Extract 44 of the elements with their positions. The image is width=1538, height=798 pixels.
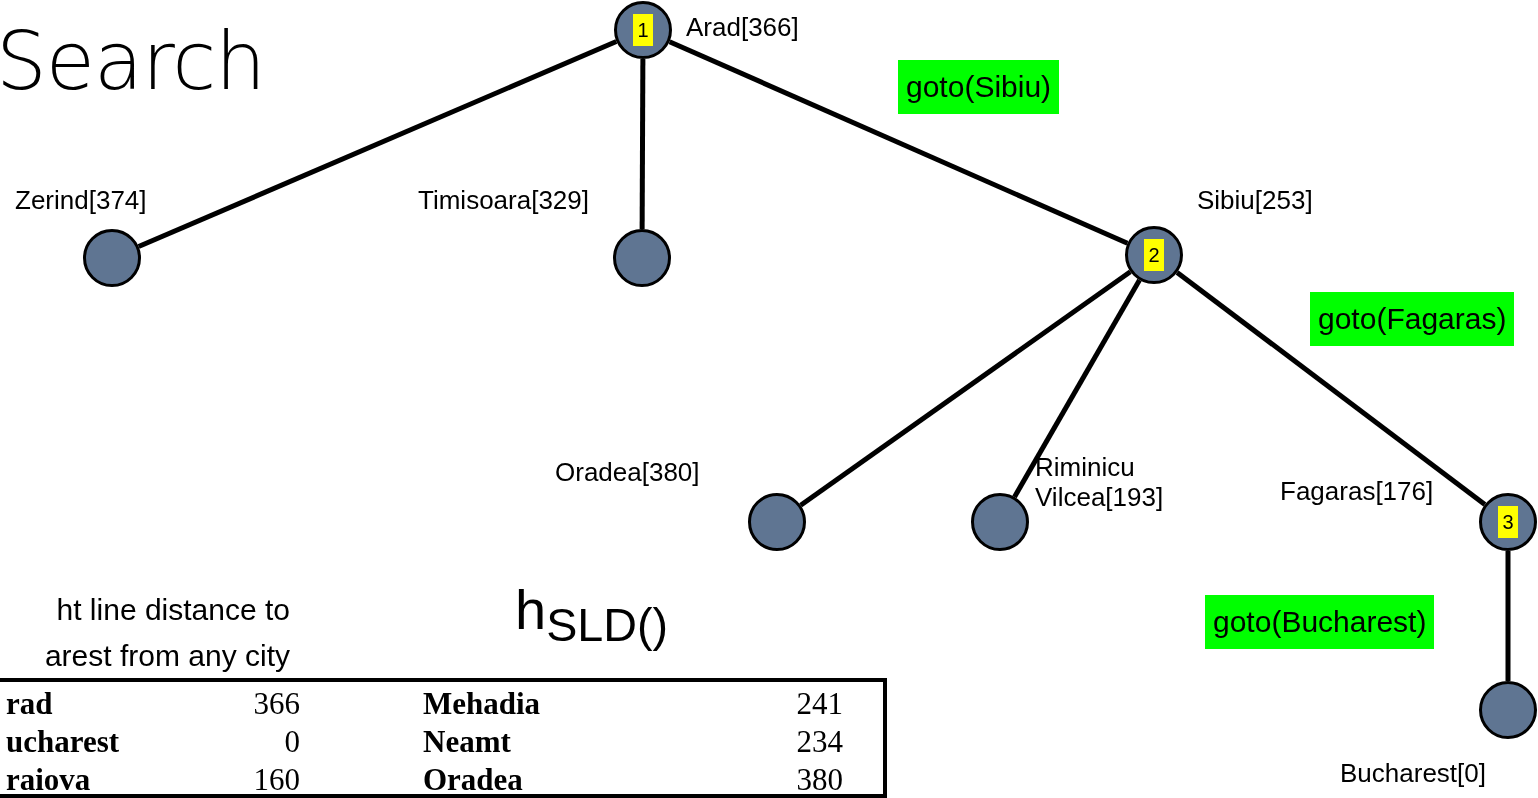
tree-edge [668, 39, 1129, 246]
heuristic-label: h$_{SLD()}$ [515, 577, 668, 654]
tree-edge [1012, 278, 1142, 499]
caption-text: ht line distance to arest from any city [43, 592, 290, 674]
distance-value: 366 [253, 686, 300, 722]
distance-value: 160 [253, 762, 300, 798]
expanded-node-circle [1479, 493, 1537, 551]
order-number: 1 [633, 14, 653, 46]
tree-edge [799, 269, 1132, 508]
city-label: Bucharest[0] [1340, 758, 1486, 788]
action-label: goto(Bucharest) [1205, 595, 1435, 649]
expanded-node-circle [614, 1, 672, 59]
city-name: Mehadia [423, 686, 541, 722]
city-label: Zerind[374] [15, 185, 147, 215]
order-number: 2 [1144, 239, 1164, 271]
node-circle [613, 229, 671, 287]
city-label: Fagaras[176] [1280, 476, 1434, 506]
action-label: goto(Sibiu) [898, 60, 1060, 114]
slide-title: Search [0, 14, 265, 110]
city-name: Oradea [423, 762, 523, 798]
order-number: 3 [1498, 506, 1518, 538]
city-name: ucharest [6, 724, 120, 760]
city-label: Sibiu[253] [1197, 185, 1313, 215]
distance-value: 241 [796, 686, 843, 722]
tree-edge [1505, 551, 1511, 681]
city-name: Neamt [423, 724, 511, 760]
city-label: Arad[366] [686, 12, 799, 42]
distance-value: 0 [284, 724, 300, 760]
city-label: Oradea[380] [555, 457, 700, 487]
node-circle [748, 493, 806, 551]
city-name: raiova [6, 762, 91, 798]
node-circle [971, 493, 1029, 551]
action-label: goto(Fagaras) [1310, 292, 1515, 346]
expanded-node-circle [1125, 226, 1183, 284]
tree-edge [639, 59, 646, 229]
node-circle [1479, 681, 1537, 739]
city-name: rad [6, 686, 53, 722]
tree-edge [1175, 270, 1487, 507]
node-circle [83, 229, 141, 287]
distance-value: 234 [796, 724, 843, 760]
city-label: Riminicu Vilcea[193] [1035, 452, 1165, 512]
city-label: Timisoara[329] [418, 185, 589, 215]
distance-value: 380 [796, 762, 843, 798]
tree-edge [137, 39, 618, 249]
